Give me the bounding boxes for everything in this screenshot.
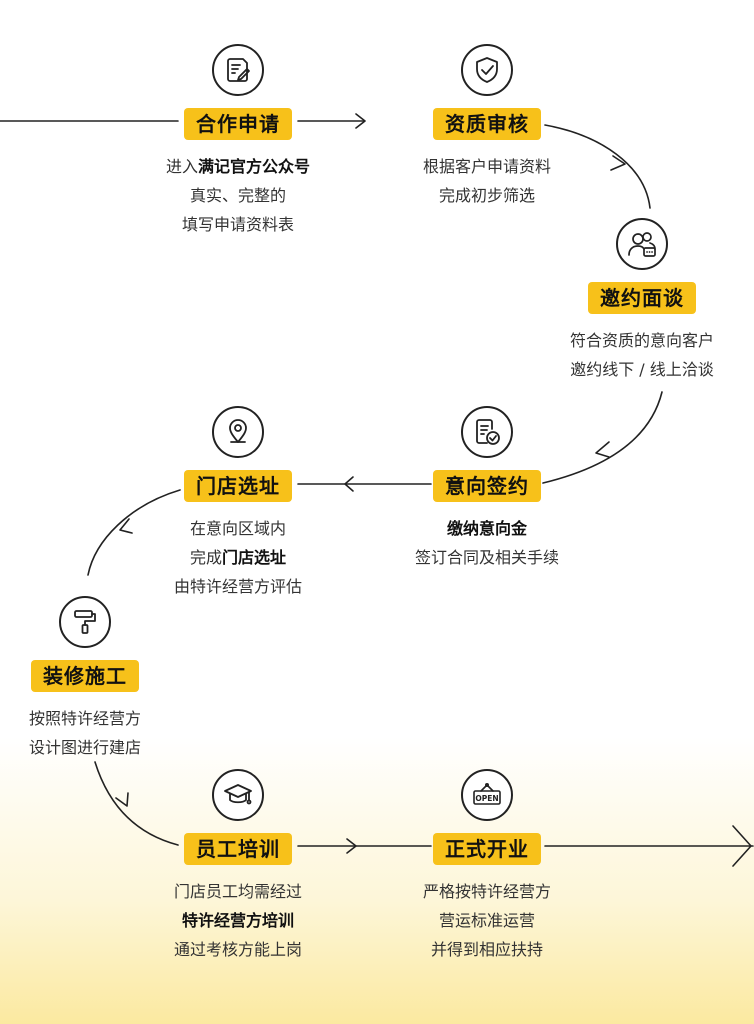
description-line: 填写申请资料表 xyxy=(108,210,368,239)
step-interview: 邀约面谈 符合资质的意向客户邀约线下 / 线上洽谈 xyxy=(512,218,754,384)
description-text: 签订合同及相关手续 xyxy=(414,548,559,567)
description-line: 符合资质的意向客户 xyxy=(512,326,754,355)
step-intent: 意向签约 缴纳意向金签订合同及相关手续 xyxy=(357,406,617,572)
people-chat-icon xyxy=(616,218,668,270)
description-line: 通过考核方能上岗 xyxy=(108,935,368,964)
application-form-icon xyxy=(212,44,264,96)
step-title: 员工培训 xyxy=(184,833,292,865)
arrow-right xyxy=(355,113,366,129)
step-description: 门店员工均需经过特许经营方培训通过考核方能上岗 xyxy=(108,877,368,964)
description-line: 严格按特许经营方 xyxy=(357,877,617,906)
graduation-cap-icon xyxy=(212,769,264,821)
description-line: 真实、完整的 xyxy=(108,181,368,210)
description-line: 按照特许经营方 xyxy=(0,704,215,733)
description-line: 进入满记官方公众号 xyxy=(108,152,368,181)
description-line: 由特许经营方评估 xyxy=(108,572,368,601)
step-review: 资质审核 根据客户申请资料完成初步筛选 xyxy=(357,44,617,210)
description-line: 营运标准运营 xyxy=(357,906,617,935)
location-pin-icon xyxy=(212,406,264,458)
highlight-text: 门店选址 xyxy=(222,548,287,567)
description-text: 并得到相应扶持 xyxy=(430,940,543,959)
description-text: 邀约线下 / 线上洽谈 xyxy=(570,360,714,379)
description-text: 符合资质的意向客户 xyxy=(569,331,714,350)
step-title: 门店选址 xyxy=(184,470,292,502)
description-text: 通过考核方能上岗 xyxy=(173,940,302,959)
arrow-down xyxy=(119,518,133,534)
step-apply: 合作申请 进入满记官方公众号真实、完整的填写申请资料表 xyxy=(108,44,368,239)
description-line: 根据客户申请资料 xyxy=(357,152,617,181)
step-renovate: 装修施工 按照特许经营方设计图进行建店 xyxy=(0,596,215,762)
step-description: 缴纳意向金签订合同及相关手续 xyxy=(357,514,617,572)
description-line: 并得到相应扶持 xyxy=(357,935,617,964)
step-title: 合作申请 xyxy=(184,108,292,140)
arrow-down xyxy=(115,792,129,807)
highlight-text: 满记官方公众号 xyxy=(198,157,311,176)
step-training: 员工培训 门店员工均需经过特许经营方培训通过考核方能上岗 xyxy=(108,769,368,964)
description-text: 门店员工均需经过 xyxy=(173,882,302,901)
description-line: 特许经营方培训 xyxy=(108,906,368,935)
description-text: 营运标准运营 xyxy=(438,911,535,930)
step-description: 按照特许经营方设计图进行建店 xyxy=(0,704,215,762)
connector-curve xyxy=(544,124,651,209)
arrow-down xyxy=(610,155,626,171)
step-description: 符合资质的意向客户邀约线下 / 线上洽谈 xyxy=(512,326,754,384)
connector-curve xyxy=(94,761,179,846)
description-line: 在意向区域内 xyxy=(108,514,368,543)
connector-curve xyxy=(87,489,181,576)
paint-roller-icon xyxy=(59,596,111,648)
arrow-left xyxy=(344,476,354,492)
description-line: 签订合同及相关手续 xyxy=(357,543,617,572)
step-title: 邀约面谈 xyxy=(588,282,696,314)
step-title: 正式开业 xyxy=(433,833,541,865)
description-line: 邀约线下 / 线上洽谈 xyxy=(512,355,754,384)
step-description: 在意向区域内完成门店选址由特许经营方评估 xyxy=(108,514,368,601)
description-line: 完成门店选址 xyxy=(108,543,368,572)
step-description: 进入满记官方公众号真实、完整的填写申请资料表 xyxy=(108,152,368,239)
arrow-down xyxy=(595,441,610,458)
description-text: 进入 xyxy=(165,157,198,176)
description-text: 完成初步筛选 xyxy=(438,186,535,205)
shield-check-icon xyxy=(461,44,513,96)
description-line: 设计图进行建店 xyxy=(0,733,215,762)
description-line: 门店员工均需经过 xyxy=(108,877,368,906)
step-description: 严格按特许经营方营运标准运营并得到相应扶持 xyxy=(357,877,617,964)
description-text: 真实、完整的 xyxy=(189,186,286,205)
open-sign-text: OPEN xyxy=(475,794,498,803)
highlight-text: 特许经营方培训 xyxy=(181,911,294,930)
step-title: 装修施工 xyxy=(31,660,139,692)
description-text: 在意向区域内 xyxy=(189,519,286,538)
connector-curve xyxy=(542,391,663,484)
arrow-right xyxy=(346,838,357,854)
description-text: 根据客户申请资料 xyxy=(422,157,551,176)
highlight-text: 缴纳意向金 xyxy=(446,519,527,538)
description-text: 完成 xyxy=(189,548,222,567)
description-text: 由特许经营方评估 xyxy=(173,577,302,596)
description-text: 填写申请资料表 xyxy=(181,215,294,234)
description-text: 严格按特许经营方 xyxy=(422,882,551,901)
step-title: 资质审核 xyxy=(433,108,541,140)
step-description: 根据客户申请资料完成初步筛选 xyxy=(357,152,617,210)
description-line: 完成初步筛选 xyxy=(357,181,617,210)
step-title: 意向签约 xyxy=(433,470,541,502)
description-text: 设计图进行建店 xyxy=(28,738,141,757)
description-text: 按照特许经营方 xyxy=(28,709,141,728)
step-site: 门店选址 在意向区域内完成门店选址由特许经营方评估 xyxy=(108,406,368,601)
step-open: OPEN 正式开业 严格按特许经营方营运标准运营并得到相应扶持 xyxy=(357,769,617,964)
open-sign-icon: OPEN xyxy=(461,769,513,821)
description-line: 缴纳意向金 xyxy=(357,514,617,543)
contract-check-icon xyxy=(461,406,513,458)
arrow-right xyxy=(732,825,752,867)
